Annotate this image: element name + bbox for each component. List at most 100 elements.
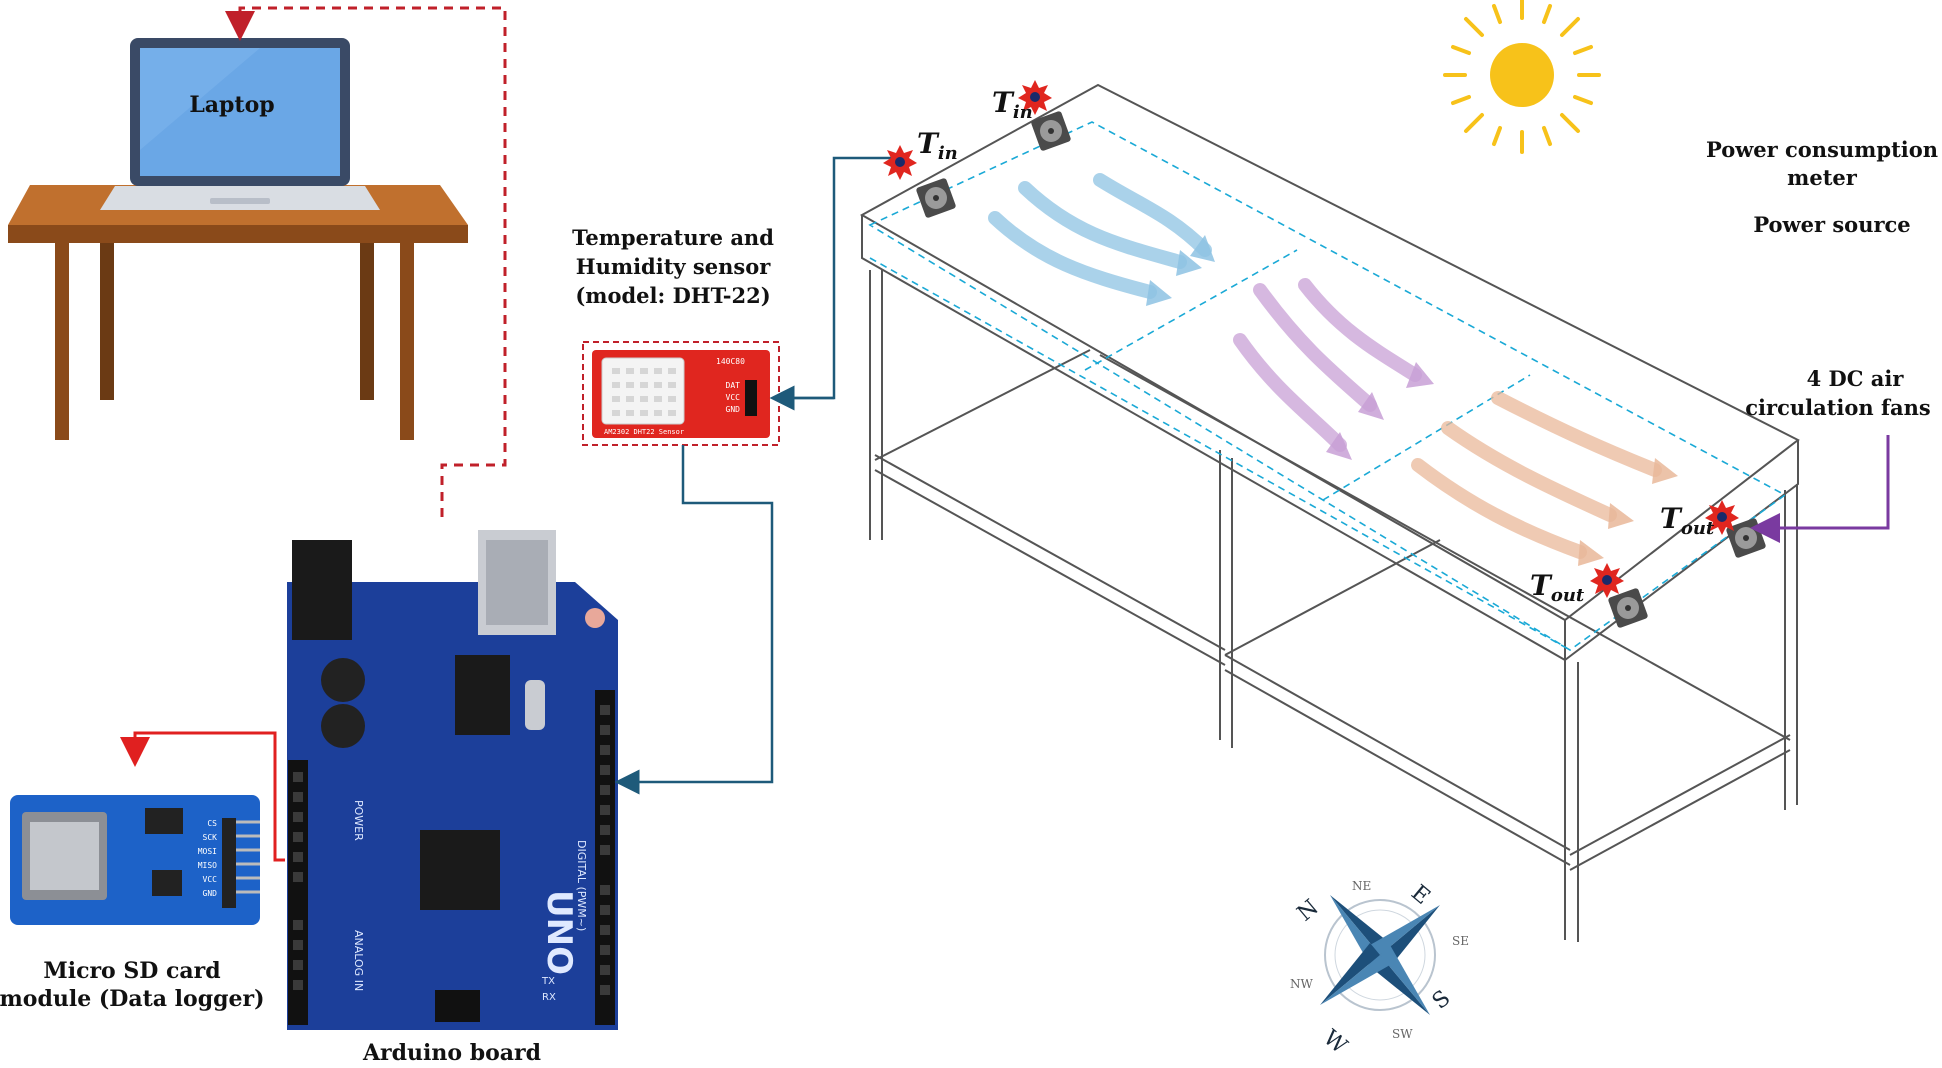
arduino-brand: UNO	[539, 890, 579, 975]
compass-ne: NE	[1352, 879, 1371, 893]
chamber-divisions	[868, 121, 1787, 651]
sensor-to-tin-line	[775, 156, 895, 400]
chamber-front-line	[869, 257, 1571, 651]
sensor-model-text: AM2302 DHT22 Sensor	[604, 428, 684, 436]
dc-fan	[1726, 518, 1766, 558]
airflow-arrow-orange	[1441, 421, 1617, 522]
usb-b-port-inner	[486, 540, 548, 625]
bench-top-surface	[859, 83, 1800, 622]
sensor-pin-header	[745, 380, 757, 416]
table-leg	[55, 240, 69, 440]
compass-rose-icon: N NE E SE S SW W NW	[1290, 879, 1469, 1059]
chamber-divider-1	[1084, 249, 1298, 371]
sd-label-line1: Micro SD card	[43, 958, 220, 984]
lower-rail-middle	[1224, 539, 1441, 656]
sensor-star-tin-2	[1018, 80, 1052, 115]
power-meter-label-line1: Power consumption	[1706, 137, 1938, 162]
airflow-arrow-purple	[1298, 278, 1422, 382]
sensor-pin-gnd: GND	[726, 405, 741, 414]
table-edge	[8, 225, 468, 243]
lower-rail-front-4	[1224, 669, 1571, 866]
test-bench-structure	[859, 83, 1800, 942]
sensor-label-line2: Humidity sensor	[576, 254, 771, 279]
t-in-sub: in	[938, 143, 958, 164]
power-analog-header	[288, 760, 308, 1025]
airflow-arrows	[988, 173, 1662, 559]
table-leg	[360, 240, 374, 400]
lower-rail-front-3	[1224, 654, 1571, 851]
t-in-sub: in	[1013, 102, 1033, 123]
t-out-label-1: Tout	[1530, 569, 1585, 606]
t-out-sub: out	[1551, 585, 1585, 606]
t-in-base: T	[917, 127, 940, 160]
usb-chip	[455, 655, 510, 735]
icsp-header	[435, 990, 480, 1022]
sd-card-slot-inner	[30, 822, 99, 890]
t-out-base: T	[1530, 569, 1553, 602]
sensor-code: 140C80	[716, 357, 745, 366]
sensor-label-line1: Temperature and	[572, 225, 774, 250]
sd-regulator	[152, 870, 182, 896]
sensor-star-tin-1	[883, 145, 917, 180]
sd-pin-label: MISO	[198, 861, 217, 870]
sun-rays	[1443, 0, 1601, 154]
compass-se: SE	[1452, 934, 1469, 948]
sensor-star-tout-2	[1705, 500, 1739, 535]
power-meter-label-line2: meter	[1787, 165, 1858, 190]
compass-n: N	[1293, 895, 1324, 927]
digital-header-label: DIGITAL (PWM~)	[575, 840, 588, 931]
sd-pin-label: MOSI	[198, 847, 217, 856]
table-leg	[100, 240, 114, 400]
arduino-label: Arduino board	[362, 1040, 541, 1066]
compass-w: W	[1318, 1025, 1352, 1059]
table-leg	[400, 240, 414, 440]
sun-disc	[1490, 43, 1554, 107]
rx-label: RX	[542, 992, 556, 1003]
laptop-label: Laptop	[189, 92, 274, 118]
sensor-pin-dat: DAT	[726, 381, 741, 390]
sd-pin-label: GND	[203, 889, 218, 898]
sensor-to-arduino-line	[614, 445, 774, 795]
lower-rail-front-2	[874, 469, 1226, 666]
lower-rail-left-side	[874, 349, 1091, 461]
sd-connection-line	[120, 731, 285, 862]
t-in-label-2: Tin	[992, 86, 1033, 123]
fan-pointer-line	[1750, 435, 1890, 543]
lower-rail-side	[1569, 734, 1791, 856]
compass-s: S	[1428, 986, 1456, 1015]
fans-label-line1: 4 DC air	[1807, 366, 1905, 391]
dc-fan	[1608, 588, 1648, 628]
sd-card-module: CS SCK MOSI MISO VCC GND	[10, 795, 260, 925]
airflow-arrow-orange	[1491, 391, 1662, 477]
sensor-grille	[601, 357, 685, 425]
laptop-trackpad	[210, 198, 270, 204]
analog-header-label: ANALOG IN	[352, 930, 365, 991]
compass-sw: SW	[1392, 1027, 1413, 1041]
header-pins	[293, 705, 610, 995]
capacitor	[321, 704, 365, 748]
dc-jack	[292, 540, 352, 640]
airflow-arrow-orange	[1411, 458, 1587, 559]
dc-fan	[916, 178, 956, 218]
dht22-sensor: DAT VCC GND 140C80 AM2302 DHT22 Sensor	[582, 341, 780, 446]
tx-label: TX	[541, 976, 555, 987]
airflow-arrow-blue	[1018, 181, 1187, 269]
screen-glare	[140, 48, 260, 150]
sd-label-line2: module (Data logger)	[0, 986, 264, 1012]
sd-pin-lines	[236, 820, 260, 894]
sensor-pin-vcc: VCC	[726, 393, 741, 402]
airflow-arrow-purple	[1253, 283, 1377, 412]
airflow-arrow-blue	[988, 211, 1157, 299]
lower-rail-back	[1099, 354, 1791, 741]
t-out-label-2: Tout	[1660, 502, 1715, 539]
airflow-arrow-heads	[1146, 235, 1678, 566]
t-in-base: T	[992, 86, 1015, 119]
t-out-base: T	[1660, 502, 1683, 535]
lower-rail-front	[874, 454, 1226, 651]
compass-e: E	[1406, 880, 1434, 909]
sensor-star-tout-1	[1590, 563, 1624, 598]
power-source-label: Power source	[1753, 212, 1910, 237]
compass-nw: NW	[1290, 977, 1314, 991]
laptop-table-illustration: Laptop	[8, 38, 468, 440]
